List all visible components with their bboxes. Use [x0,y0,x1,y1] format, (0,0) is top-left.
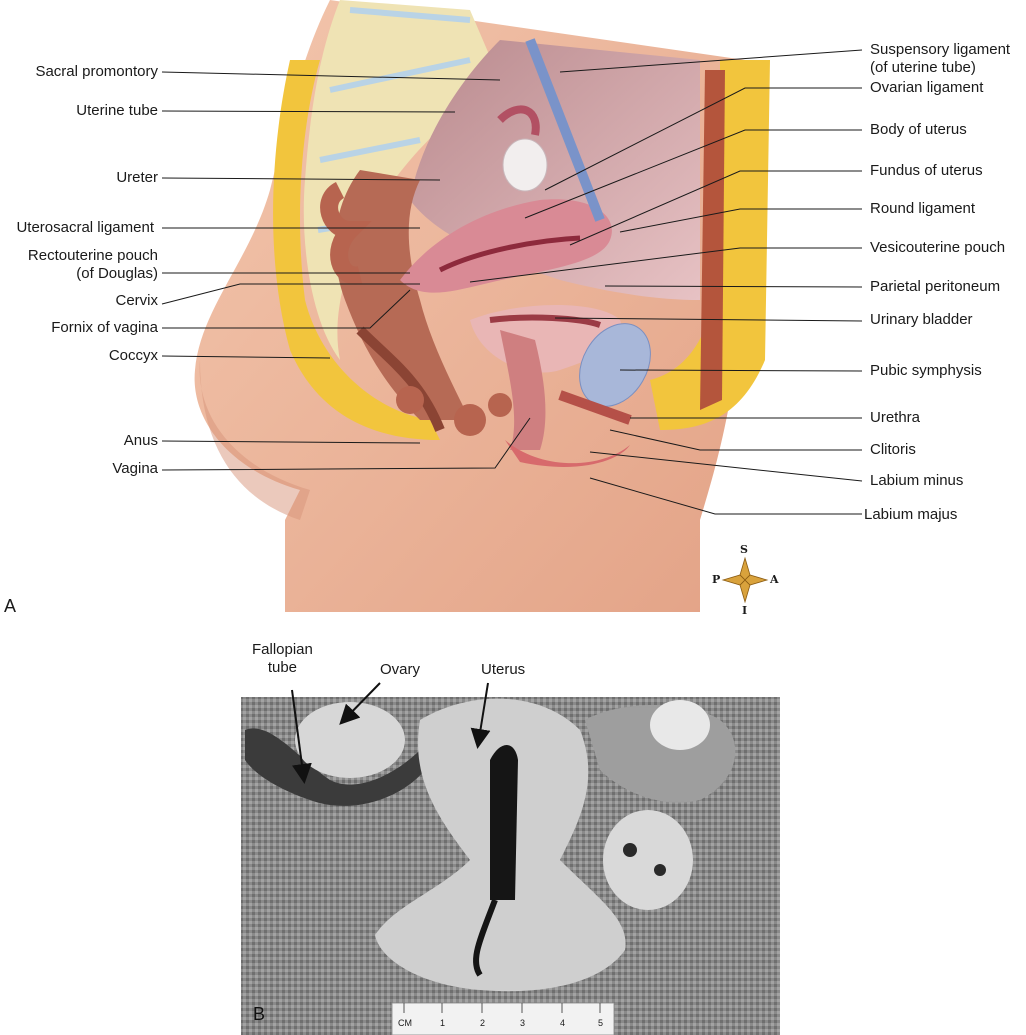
label-round-ligament: Round ligament [870,200,976,217]
arrow-fallopian-tube [291,689,312,784]
ruler-tick-3: 3 [520,1018,526,1028]
arrow-uterus [470,682,491,749]
ruler-unit: CM [398,1018,412,1028]
label-fornix-of-vagina: Fornix of vagina [51,319,158,336]
leader-line [609,429,862,451]
label-fundus-of-uterus: Fundus of uterus [870,162,983,179]
leader-line [589,477,862,515]
right-ovary-section-shape [603,810,693,910]
label-pubic-symphysis: Pubic symphysis [870,362,982,379]
leader-line [524,129,862,219]
leader-line [604,285,863,288]
label-anus: Anus [123,432,158,449]
leader-line [161,283,420,305]
label-coccyx: Coccyx [108,347,158,364]
label-vagina: Vagina [112,460,158,477]
sacrum [303,0,500,360]
leader-line [569,170,862,246]
compass-anterior: A [770,573,779,586]
label-cervix: Cervix [115,292,158,309]
leader-line [162,289,411,329]
ruler-tick-5: 5 [598,1018,604,1028]
ruler-tick-1: 1 [440,1018,446,1028]
left-ovary-shape [295,702,405,778]
ruler-tick-2: 2 [480,1018,486,1028]
label-ureter: Ureter [116,169,158,186]
leader-line [161,355,331,359]
label-sacral-promontory: Sacral promontory [35,63,158,80]
label-labium-majus: Labium majus [864,506,958,523]
leader-line [161,177,441,181]
label-fallopian-tube: Fallopian tube [252,641,313,676]
leader-line [619,369,863,372]
label-uterosacral-ligament: Uterosacral ligament [16,219,154,236]
label-ovary: Ovary [380,661,421,678]
leader-line [161,417,531,471]
panel-b-letter: B [253,1004,266,1024]
ovary-shape [502,138,548,192]
label-rectouterine-pouch: Rectouterine pouch (of Douglas) [27,247,158,282]
panel-a-illustration [194,0,770,612]
fat-anterior [650,60,770,430]
label-uterus: Uterus [481,661,526,678]
arrow-ovary [339,682,381,725]
left-fallopian-tube-shape [245,728,425,806]
leader-line [619,208,862,233]
compass-posterior: P [712,573,721,586]
leader-line [161,71,501,81]
leader-line [559,49,863,73]
label-clitoris: Clitoris [870,441,916,458]
compass-rose-icon [721,556,769,604]
compass-superior: S [740,543,748,556]
label-urethra: Urethra [870,409,921,426]
label-vesicouterine-pouch: Vesicouterine pouch [870,239,1006,256]
leader-line [469,247,862,283]
label-body-of-uterus: Body of uterus [870,121,967,138]
compass-inferior: I [742,604,748,617]
leader-line [544,87,862,191]
label-parietal-peritoneum: Parietal peritoneum [870,278,1001,295]
rectum [335,170,470,420]
leader-line [554,317,863,322]
leader-line [161,440,421,444]
label-ovarian-ligament: Ovarian ligament [870,79,984,96]
label-suspensory-ligament: Suspensory ligament (of uterine tube) [870,41,1011,76]
leader-line [161,110,456,113]
panel-a-letter: A [4,596,17,616]
label-uterine-tube: Uterine tube [76,102,158,119]
fat-posterior [273,60,440,440]
ruler-tick-4: 4 [560,1018,566,1028]
panel-a-leader-lines [161,49,863,515]
ruler [391,1002,615,1035]
label-urinary-bladder: Urinary bladder [870,311,973,328]
leader-line [589,451,863,482]
label-labium-minus: Labium minus [870,472,964,489]
